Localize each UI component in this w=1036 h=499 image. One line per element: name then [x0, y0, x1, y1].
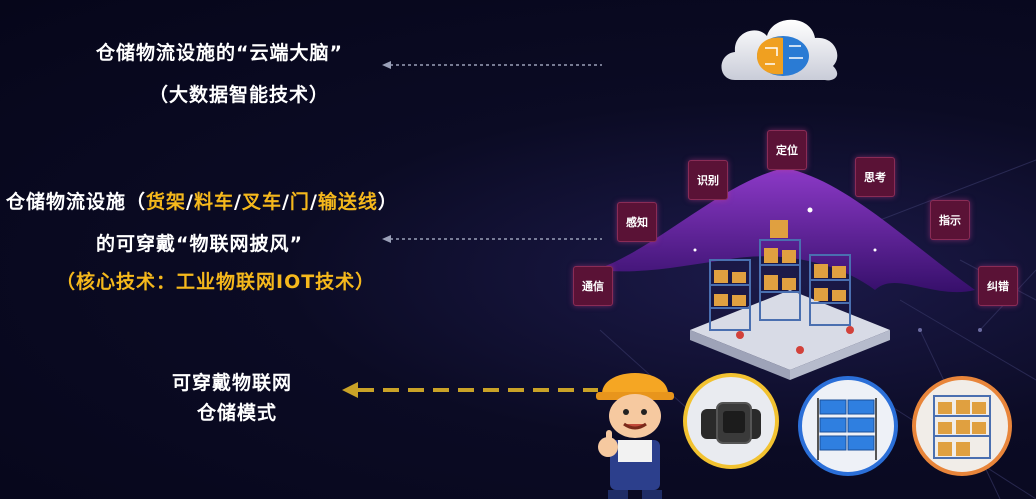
badge-communication: 通信 — [573, 266, 613, 306]
facility-forklift: 叉车 — [241, 191, 282, 213]
cloud-brain-title: 仓储物流设施的“云端大脑” — [96, 42, 343, 64]
separator: / — [234, 191, 242, 213]
wearable-prefix: 仓储物流设施（ — [6, 191, 147, 213]
separator: / — [309, 191, 318, 213]
wearable-suffix: ） — [377, 191, 398, 213]
smart-watch-icon — [701, 402, 761, 444]
badge-identification: 识别 — [688, 160, 728, 200]
arrow-to-cloud-brain — [382, 61, 602, 69]
separator: / — [186, 191, 194, 213]
arrow-to-iot-cape — [382, 235, 602, 243]
cloud-brain-subtitle: （大数据智能技术） — [149, 84, 330, 106]
circle-storage-bins — [798, 376, 898, 476]
storage-bins-icon — [817, 398, 877, 460]
wearable-facilities-line: 仓储物流设施（货架/料车/叉车/门/输送线） — [6, 187, 398, 214]
mode-line-2: 仓储模式 — [197, 402, 278, 424]
core-tech-line: （核心技术：工业物联网IOT技术） — [56, 271, 376, 293]
cloud-brain-icon — [721, 19, 838, 81]
facility-shelf: 货架 — [146, 191, 187, 213]
mode-line-1: 可穿戴物联网 — [172, 372, 293, 394]
badge-thinking: 思考 — [855, 157, 895, 197]
worker-character-icon — [596, 373, 674, 499]
facility-conveyor: 输送线 — [317, 191, 378, 213]
badge-error-correction: 纠错 — [978, 266, 1018, 306]
circle-smart-watch — [683, 373, 779, 469]
badge-positioning: 定位 — [767, 130, 807, 170]
badge-indication: 指示 — [930, 200, 970, 240]
shelf-boxes-icon — [933, 395, 991, 459]
facility-cart: 料车 — [193, 191, 234, 213]
iot-cape-line: 的可穿戴“物联网披风” — [96, 233, 303, 255]
warehouse-scene — [690, 220, 890, 380]
badge-perception: 感知 — [617, 202, 657, 242]
facility-door: 门 — [289, 191, 310, 213]
separator: / — [281, 191, 290, 213]
arrow-to-wearable-mode — [342, 382, 598, 398]
circle-shelf — [912, 376, 1012, 476]
